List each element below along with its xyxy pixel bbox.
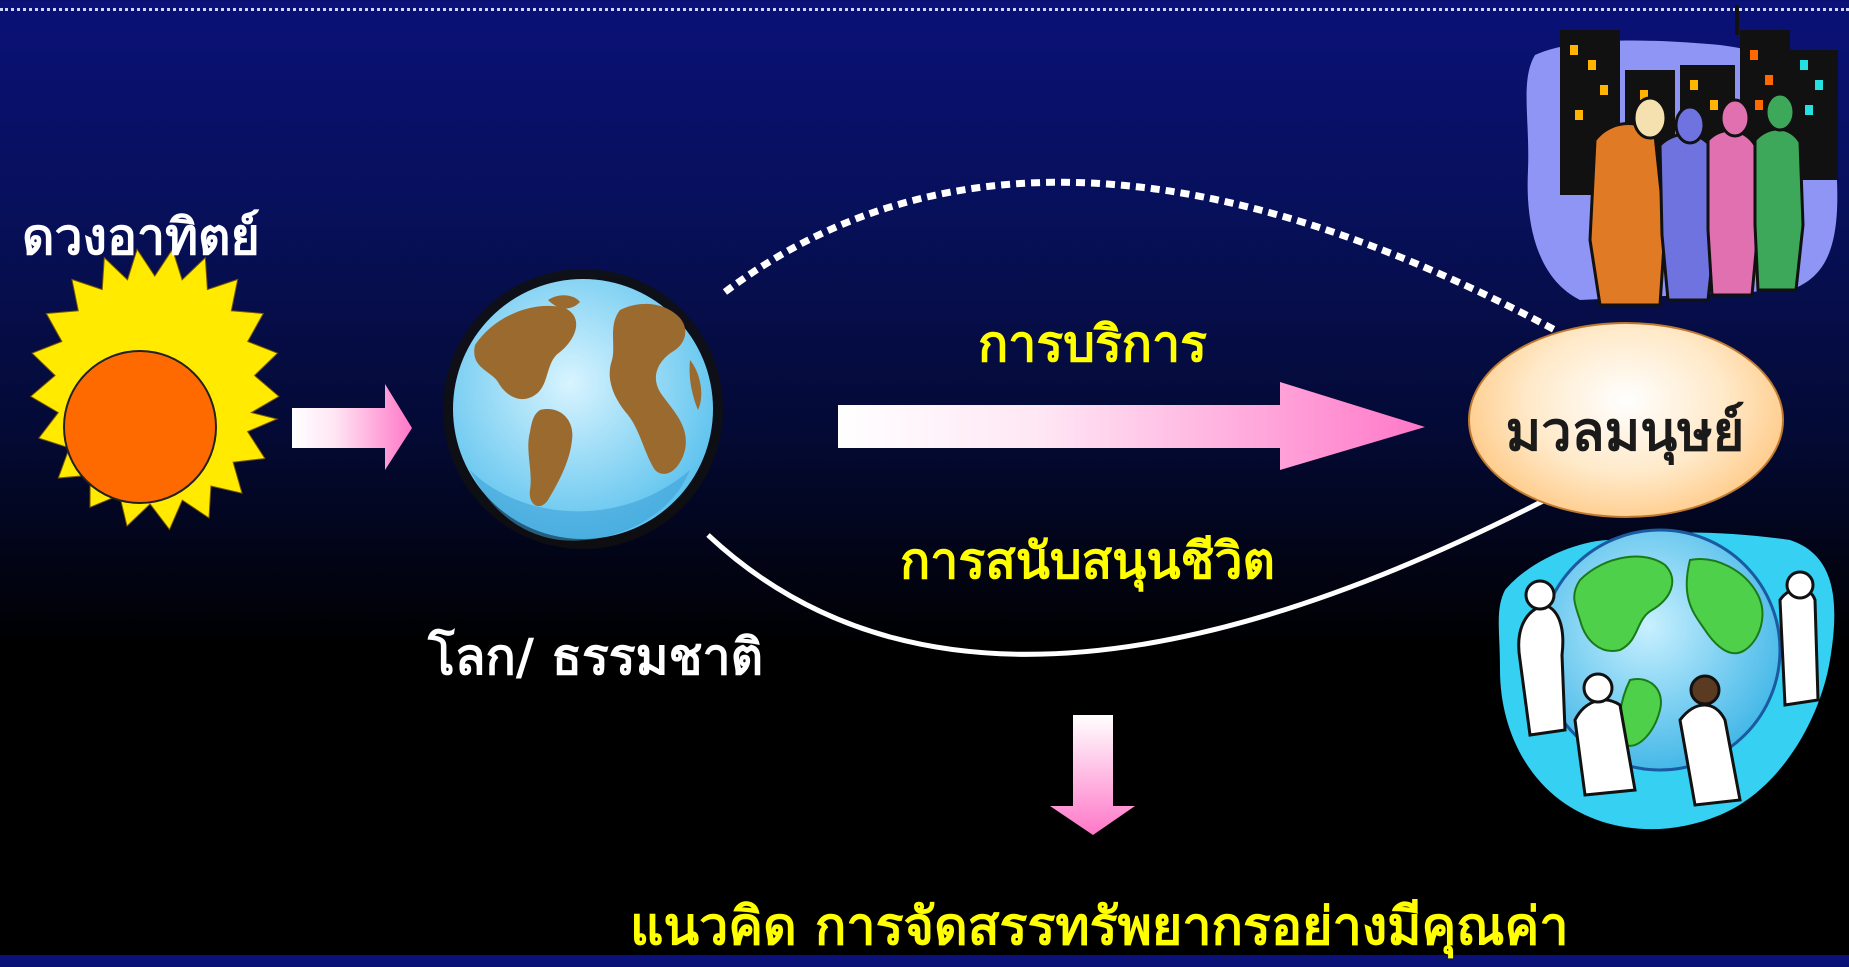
city-people-icon	[1526, 5, 1838, 307]
life-support-label: การสนับสนุนชีวิต	[900, 531, 1275, 590]
world-children-icon	[1498, 528, 1835, 830]
life-support-arc	[706, 497, 1547, 657]
humans-oval	[1468, 322, 1784, 518]
sun-label: ดวงอาทิตย์	[22, 207, 260, 266]
arrow-sun-to-earth	[292, 384, 412, 470]
arrow-down-to-concept	[1050, 715, 1135, 835]
earth-nature-label: โลก/ ธรรมชาติ	[428, 627, 764, 686]
arrow-earth-to-humans	[838, 382, 1425, 470]
dotted-service-arc	[722, 178, 1557, 334]
concept-label: แนวคิด การจัดสรรทรัพยากรอย่างมีคุณค่า	[630, 896, 1569, 957]
service-label: การบริการ	[978, 314, 1208, 373]
top-dotted-border	[0, 0, 1849, 11]
earth-globe-icon	[443, 269, 723, 549]
sun-icon	[29, 248, 280, 531]
humans-label: มวลมนุษย์	[1505, 399, 1745, 463]
